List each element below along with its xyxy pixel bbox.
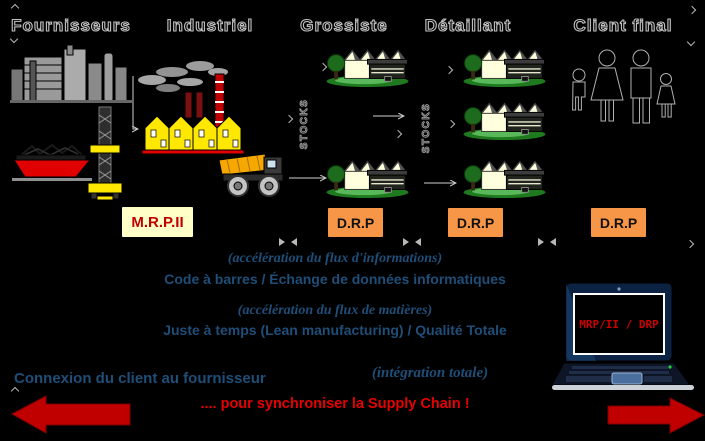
bidirectional-arrow-icon bbox=[415, 238, 421, 246]
oil-derrick-icon bbox=[87, 106, 123, 201]
mrp2-box: M.R.P.II bbox=[122, 207, 193, 237]
warehouse-icon-detaillant-3 bbox=[463, 160, 546, 198]
warehouse-icon-grossiste-2 bbox=[326, 160, 409, 198]
chevron-right-icon bbox=[393, 129, 403, 139]
header-industriel: Industriel bbox=[166, 15, 254, 35]
header-client-final: Client final bbox=[573, 15, 673, 35]
header-detaillant: Détaillant bbox=[424, 15, 512, 35]
chevron-right-icon bbox=[444, 65, 454, 75]
bidirectional-arrow-icon bbox=[538, 238, 544, 246]
drp-box-client: D.R.P bbox=[591, 208, 646, 237]
laptop-icon: MRP/II / DRP bbox=[552, 282, 694, 390]
bidirectional-arrow-icon bbox=[550, 238, 556, 246]
bidirectional-arrow-icon bbox=[403, 238, 409, 246]
info-flow-detail: Code à barres / Échange de données infor… bbox=[164, 271, 506, 287]
edge-mark-icon bbox=[685, 239, 695, 249]
header-fournisseurs: Fournisseurs bbox=[11, 15, 131, 35]
stocks-label-2: STOCKS bbox=[421, 102, 433, 154]
red-arrow-right-icon bbox=[607, 397, 705, 434]
laptop-screen-text: MRP/II / DRP bbox=[579, 318, 659, 331]
integration-text: (intégration totale) bbox=[371, 365, 489, 381]
family-icon bbox=[572, 49, 676, 124]
bidirectional-arrow-icon bbox=[291, 238, 297, 246]
bidirectional-arrow-icon bbox=[279, 238, 285, 246]
synchronize-text: .... pour synchroniser la Supply Chain ! bbox=[200, 396, 470, 412]
material-flow-caption: (accélération du flux de matières) bbox=[237, 303, 433, 318]
ship-icon bbox=[12, 143, 92, 181]
info-flow-caption: (accélération du flux d'informations) bbox=[227, 251, 443, 266]
warehouse-icon-detaillant-2 bbox=[463, 102, 546, 140]
edge-mark-icon bbox=[686, 37, 696, 47]
refinery-icon bbox=[10, 45, 132, 103]
edge-mark-icon bbox=[10, 386, 20, 396]
truck-icon bbox=[218, 153, 284, 197]
chevron-right-icon bbox=[446, 119, 456, 129]
material-flow-detail: Juste à temps (Lean manufacturing) / Qua… bbox=[163, 322, 507, 338]
chevron-right-icon bbox=[284, 114, 294, 124]
warehouse-icon-detaillant-1 bbox=[463, 49, 546, 87]
stocks-label-1: STOCKS bbox=[299, 98, 311, 150]
drp-box-grossiste: D.R.P bbox=[328, 208, 383, 237]
connection-text: Connexion du client au fournisseur bbox=[14, 370, 266, 387]
header-grossiste: Grossiste bbox=[300, 15, 388, 35]
edge-mark-icon bbox=[10, 3, 20, 13]
edge-mark-icon bbox=[687, 5, 697, 15]
factory-icon bbox=[138, 61, 245, 155]
drp-box-detaillant: D.R.P bbox=[448, 208, 503, 237]
warehouse-icon-grossiste-1 bbox=[326, 49, 409, 87]
